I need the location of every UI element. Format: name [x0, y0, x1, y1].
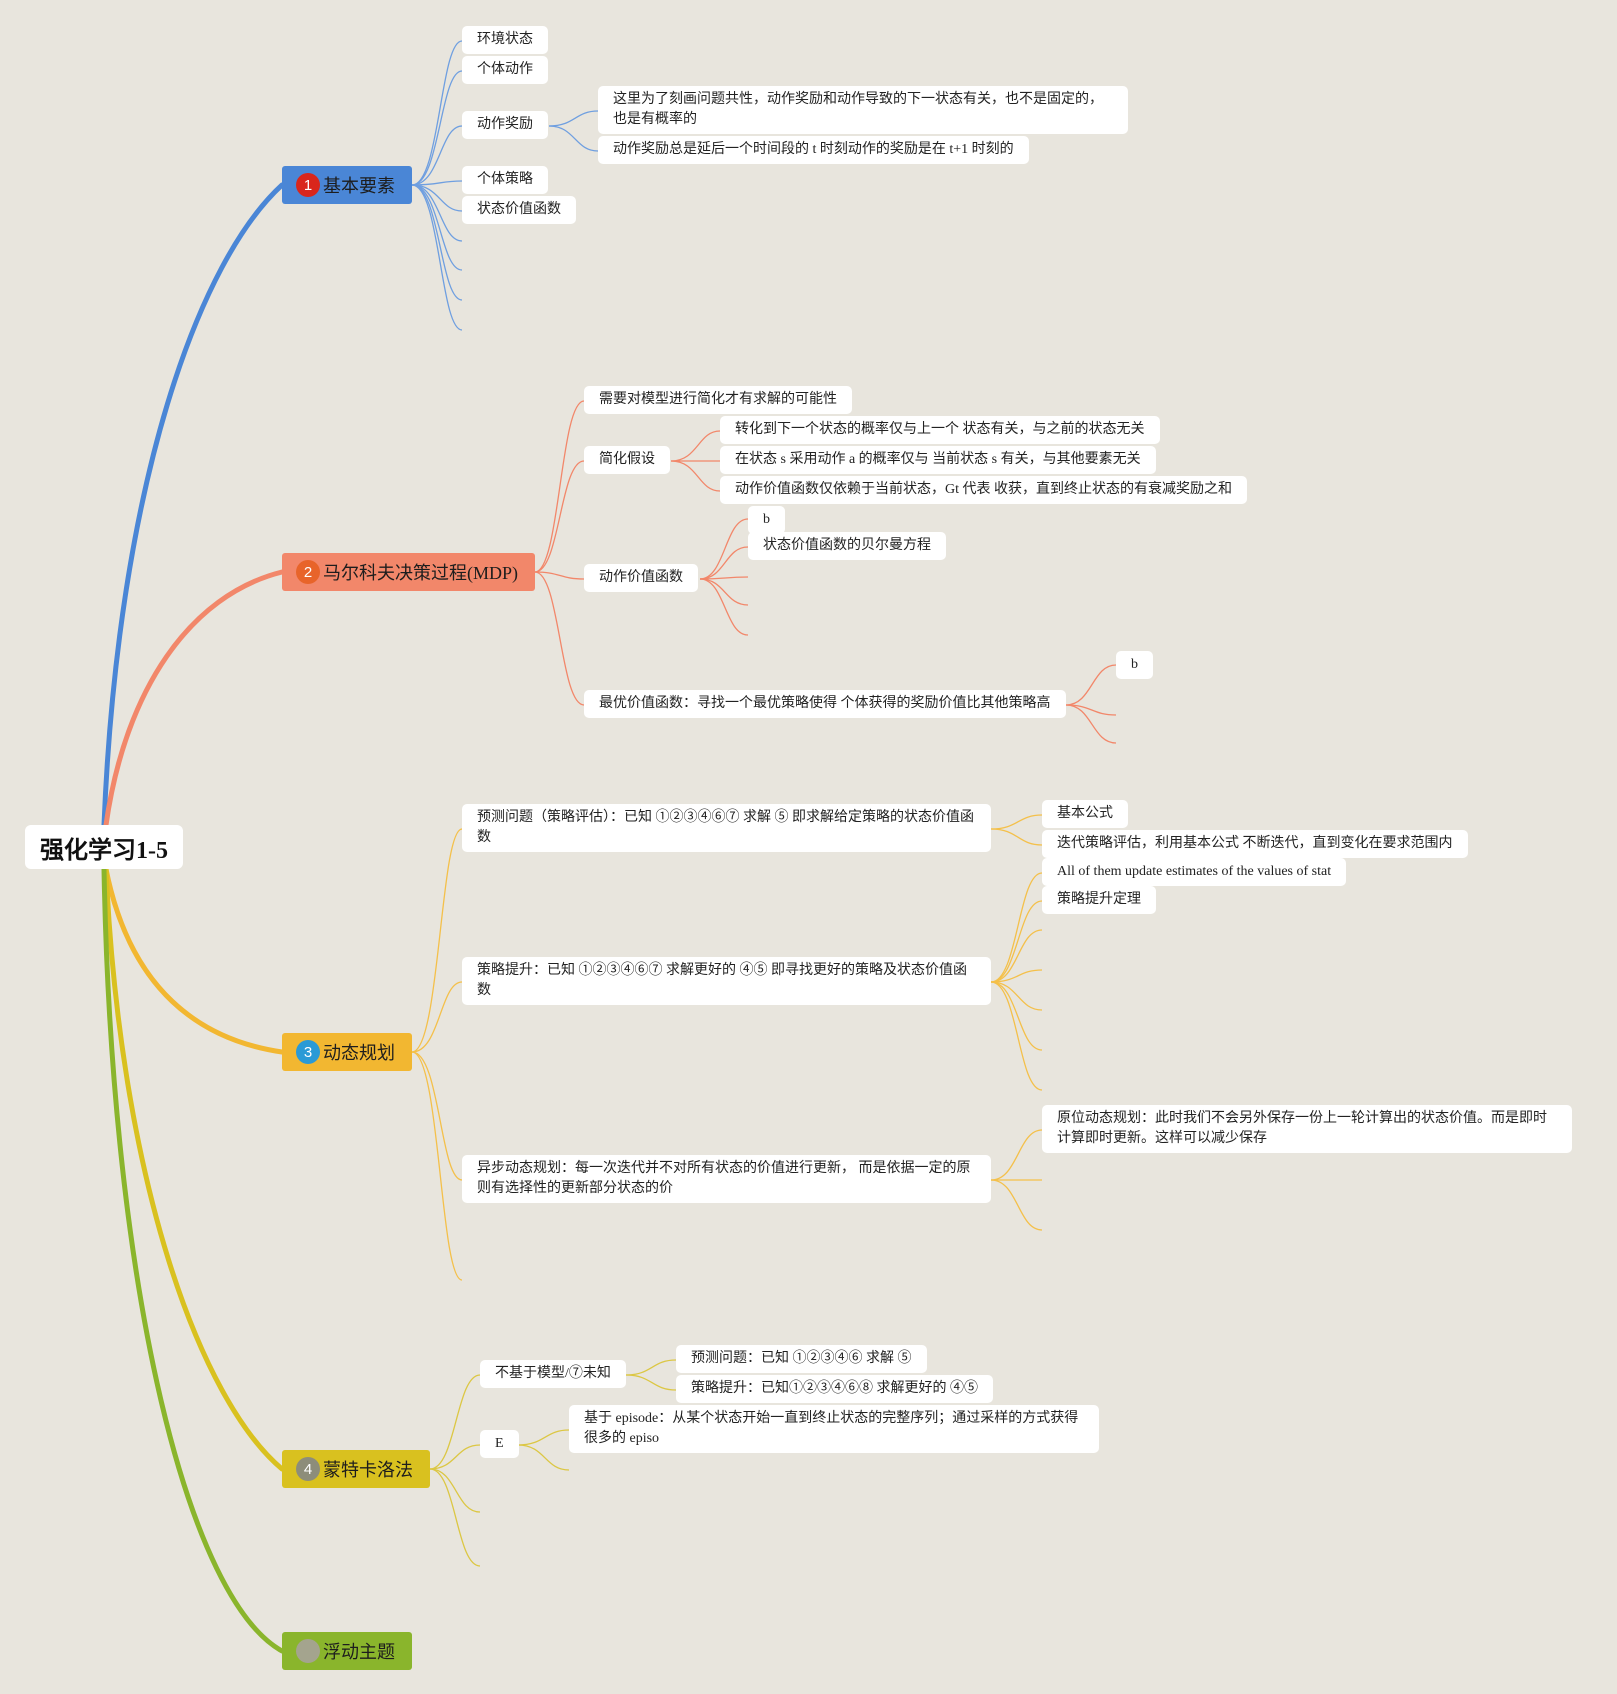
number-badge-icon: [296, 1639, 320, 1663]
branch-label: 基本要素: [323, 176, 395, 196]
link-root-basic: [101, 182, 285, 828]
node-reward-note-1[interactable]: 这里为了刻画问题共性，动作奖励和动作导致的下一状态有关，也不是固定的，也是有概率…: [598, 86, 1128, 134]
link-root-mdp: [103, 569, 285, 828]
node-state-value-fn[interactable]: 状态价值函数: [462, 196, 576, 224]
branch-label: 动态规划: [323, 1043, 395, 1063]
node-async-dp[interactable]: 异步动态规划：每一次迭代并不对所有状态的价值进行更新， 而是依据一定的原则有选择…: [462, 1155, 991, 1203]
node-b[interactable]: b: [1116, 651, 1153, 679]
node-b[interactable]: b: [748, 506, 785, 534]
branch-mdp[interactable]: 2 马尔科夫决策过程(MDP): [282, 553, 535, 591]
node-inplace-dp[interactable]: 原位动态规划：此时我们不会另外保存一份上一轮计算出的状态价值。而是即时计算即时更…: [1042, 1105, 1572, 1153]
number-badge-icon: 1: [296, 173, 320, 197]
node-action-value-fn[interactable]: 动作价值函数: [584, 564, 698, 592]
number-badge-icon: 2: [296, 560, 320, 584]
branch-dynamic-programming[interactable]: 3 动态规划: [282, 1033, 412, 1071]
branch-floating-topic[interactable]: 浮动主题: [282, 1632, 412, 1670]
node-agent-action[interactable]: 个体动作: [462, 56, 548, 84]
root-topic[interactable]: 强化学习1-5: [25, 825, 183, 869]
number-badge-icon: 3: [296, 1040, 320, 1064]
node-policy-improve-theorem[interactable]: 策略提升定理: [1042, 886, 1156, 914]
node-assumption-3[interactable]: 动作价值函数仅依赖于当前状态，Gt 代表 收获，直到终止状态的有衰减奖励之和: [720, 476, 1247, 504]
node-model-free[interactable]: 不基于模型/⑦未知: [480, 1360, 626, 1388]
node-episode[interactable]: 基于 episode：从某个状态开始一直到终止状态的完整序列；通过采样的方式获得…: [569, 1405, 1099, 1453]
branch-label: 蒙特卡洛法: [323, 1460, 413, 1480]
node-policy-improve[interactable]: 策略提升：已知 ①②③④⑥⑦ 求解更好的 ④⑤ 即寻找更好的策略及状态价值函数: [462, 957, 991, 1005]
node-optimal-value[interactable]: 最优价值函数：寻找一个最优策略使得 个体获得的奖励价值比其他策略高: [584, 690, 1066, 718]
node-env-state[interactable]: 环境状态: [462, 26, 548, 54]
node-assumption-2[interactable]: 在状态 s 采用动作 a 的概率仅与 当前状态 s 有关，与其他要素无关: [720, 446, 1156, 474]
node-e[interactable]: E: [480, 1430, 519, 1458]
link-root-mc: [103, 866, 285, 1472]
node-action-reward[interactable]: 动作奖励: [462, 111, 548, 139]
node-assumption[interactable]: 简化假设: [584, 446, 670, 474]
node-basic-formula[interactable]: 基本公式: [1042, 800, 1128, 828]
node-iterative-eval[interactable]: 迭代策略评估，利用基本公式 不断迭代，直到变化在要求范围内: [1042, 830, 1468, 858]
branch-basic-elements[interactable]: 1 基本要素: [282, 166, 412, 204]
branch-label: 浮动主题: [323, 1642, 395, 1662]
node-assumption-1[interactable]: 转化到下一个状态的概率仅与上一个 状态有关，与之前的状态无关: [720, 416, 1160, 444]
node-bellman[interactable]: 状态价值函数的贝尔曼方程: [748, 532, 946, 560]
node-all-update[interactable]: All of them update estimates of the valu…: [1042, 858, 1347, 886]
node-agent-policy[interactable]: 个体策略: [462, 166, 548, 194]
node-mc-improve[interactable]: 策略提升：已知①②③④⑥⑧ 求解更好的 ④⑤: [676, 1375, 993, 1403]
node-prediction[interactable]: 预测问题（策略评估）：已知 ①②③④⑥⑦ 求解 ⑤ 即求解给定策略的状态价值函数: [462, 804, 991, 852]
branch-monte-carlo[interactable]: 4 蒙特卡洛法: [282, 1450, 430, 1488]
number-badge-icon: 4: [296, 1457, 320, 1481]
node-mc-prediction[interactable]: 预测问题：已知 ①②③④⑥ 求解 ⑤: [676, 1345, 927, 1373]
node-reward-note-2[interactable]: 动作奖励总是延后一个时间段的 t 时刻动作的奖励是在 t+1 时刻的: [598, 136, 1029, 164]
link-root-float: [101, 866, 285, 1654]
node-simplify-need[interactable]: 需要对模型进行简化才有求解的可能性: [584, 386, 852, 414]
branch-label: 马尔科夫决策过程(MDP): [323, 563, 519, 583]
link-root-dp: [103, 866, 285, 1055]
